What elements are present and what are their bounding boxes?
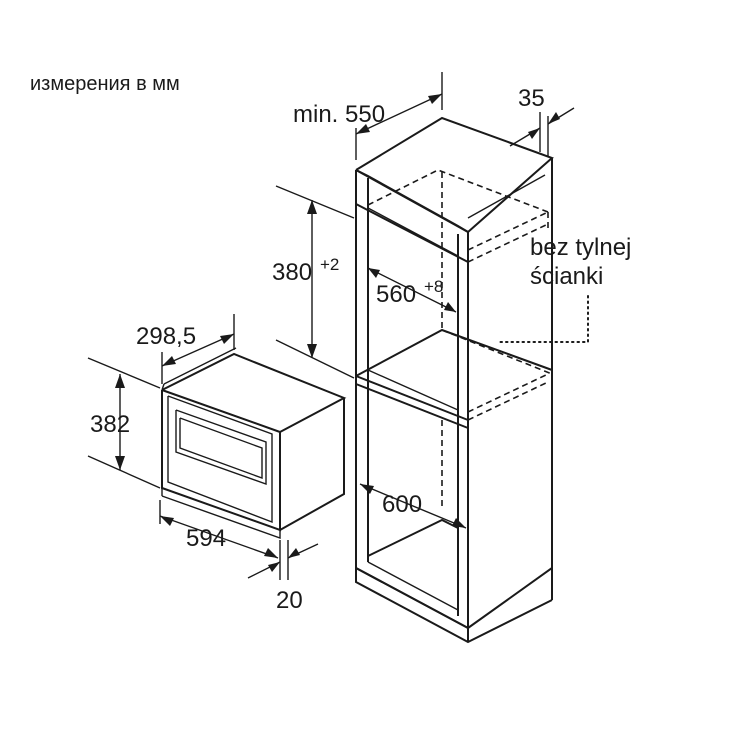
appliance <box>161 347 347 539</box>
niche-width-label: 560 <box>376 281 416 308</box>
note-line-2: ścianki <box>530 263 603 290</box>
niche-width-tolerance: +8 <box>424 277 443 296</box>
dimension-niche-height: 380 +2 <box>272 185 355 379</box>
dimension-front-thickness: 20 <box>247 540 319 614</box>
dimension-side-gap: 35 <box>509 85 575 156</box>
tall-cabinet <box>355 116 554 644</box>
dimension-appliance-width: 594 <box>159 500 279 559</box>
units-caption: измерения в мм <box>30 73 180 95</box>
dimension-cabinet-depth: 600 <box>359 483 467 529</box>
niche-height-tolerance: +2 <box>320 255 339 274</box>
cabinet-width-label: min. 550 <box>293 101 385 128</box>
dimension-cabinet-width: min. 550 <box>293 72 443 160</box>
appliance-height-label: 382 <box>90 411 130 438</box>
front-thickness-label: 20 <box>276 587 303 614</box>
dimension-niche-width: 560 +8 <box>367 267 457 313</box>
dimension-appliance-height: 382 <box>87 357 161 489</box>
appliance-width-label: 594 <box>186 525 226 552</box>
dimension-appliance-depth: 298,5 <box>136 314 235 384</box>
niche-height-label: 380 <box>272 259 312 286</box>
note-line-1: bez tylnej <box>530 234 631 261</box>
side-gap-label: 35 <box>518 85 545 112</box>
cabinet-depth-label: 600 <box>382 491 422 518</box>
appliance-depth-label: 298,5 <box>136 323 196 350</box>
note-no-back-wall: bez tylnej ścianki <box>499 234 631 343</box>
